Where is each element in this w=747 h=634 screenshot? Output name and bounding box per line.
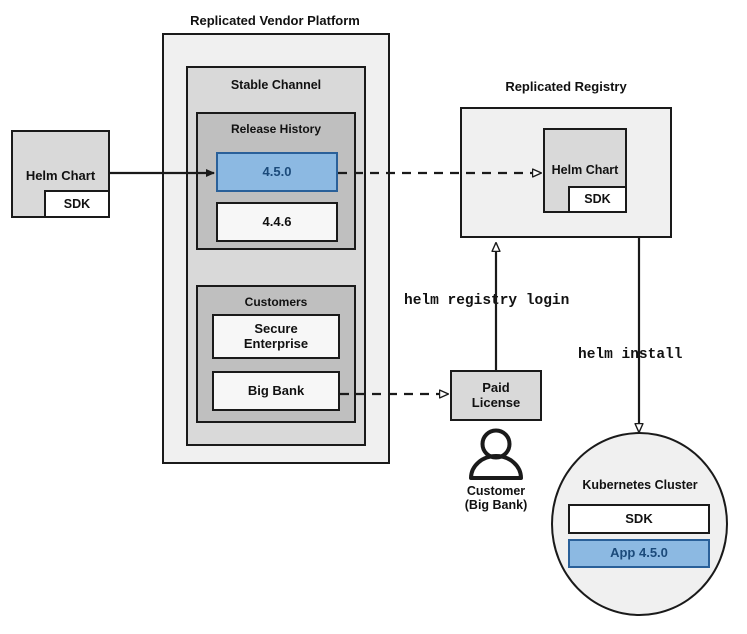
paid-license-label: Paid License <box>471 379 521 410</box>
cluster-sdk-box[interactable]: SDK <box>568 504 710 534</box>
cluster-sdk-label: SDK <box>625 510 653 526</box>
release-version-previous[interactable]: 4.4.6 <box>216 202 338 242</box>
release-history-title: Release History <box>230 122 322 136</box>
customer-secure-enterprise-label: Secure Enterprise <box>243 320 309 351</box>
customer-person-icon <box>469 428 523 480</box>
command-registry-login: helm registry login <box>404 293 570 309</box>
customer-big-bank[interactable]: Big Bank <box>212 371 340 411</box>
registry-title: Replicated Registry <box>505 79 627 94</box>
paid-license-box[interactable]: Paid License <box>450 370 542 421</box>
registry-sdk-label: SDK <box>584 192 611 207</box>
customer-secure-enterprise[interactable]: Secure Enterprise <box>212 314 340 359</box>
registry-sdk[interactable]: SDK <box>568 186 627 213</box>
customer-big-bank-label: Big Bank <box>247 382 305 398</box>
source-sdk[interactable]: SDK <box>44 190 110 218</box>
registry-helm-chart-label: Helm Chart <box>551 163 619 177</box>
source-helm-chart-label: Helm Chart <box>25 168 96 183</box>
cluster-app-box[interactable]: App 4.5.0 <box>568 539 710 568</box>
cluster-app-label: App 4.5.0 <box>610 545 668 561</box>
command-helm-install: helm install <box>578 347 683 363</box>
release-version-previous-label: 4.4.6 <box>262 213 292 229</box>
release-version-current-label: 4.5.0 <box>262 163 292 179</box>
source-sdk-label: SDK <box>63 196 91 211</box>
customers-title: Customers <box>244 295 308 309</box>
vendor-platform-title: Replicated Vendor Platform <box>190 13 360 28</box>
kubernetes-cluster-title: Kubernetes Cluster <box>582 478 698 492</box>
customer-person-label: Customer (Big Bank) <box>464 484 528 513</box>
stable-channel-title: Stable Channel <box>230 78 322 92</box>
release-version-current[interactable]: 4.5.0 <box>216 152 338 192</box>
